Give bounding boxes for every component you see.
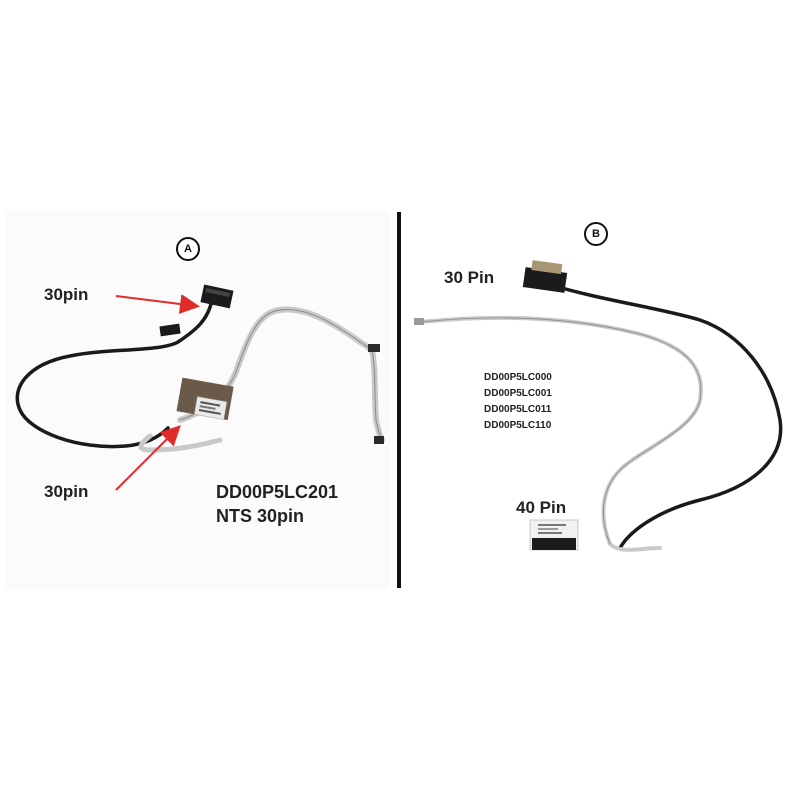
label-a-top-connector: 30pin	[44, 285, 89, 304]
badge-b: B	[584, 222, 608, 246]
ribbon-a-end-tip	[374, 436, 384, 444]
cable-a-small-connector	[159, 323, 181, 337]
part-number-item: DD00P5LC001	[484, 388, 552, 399]
cable-a-ribbon	[177, 306, 385, 443]
panel-divider	[397, 212, 401, 588]
connector-b-bottom	[529, 519, 579, 551]
label-a-part-number: DD00P5LC201	[216, 482, 339, 502]
arrow-a-bottom	[115, 425, 181, 491]
label-b-bottom-connector: 40 Pin	[516, 498, 567, 517]
part-number-item: DD00P5LC011	[484, 404, 552, 415]
ribbon-b-end-tip	[414, 318, 424, 325]
connector-a-bottom	[176, 377, 234, 421]
panel-b	[406, 210, 794, 590]
part-number-item: DD00P5LC110	[484, 420, 552, 431]
arrow-a-top	[115, 294, 200, 314]
badge-a: A	[176, 237, 200, 261]
connector-b-top	[522, 260, 568, 293]
label-a-bottom-connector: 30pin	[44, 482, 89, 501]
label-b-top-connector: 30 Pin	[444, 268, 495, 287]
label-a-part-description: NTS 30pin	[216, 506, 305, 526]
cable-b-black	[546, 282, 783, 550]
cable-a-black	[15, 298, 214, 449]
part-number-item: DD00P5LC000	[484, 372, 552, 383]
label-b-part-numbers: DD00P5LC000 DD00P5LC001 DD00P5LC011 DD00…	[484, 370, 552, 434]
connector-a-top	[200, 284, 234, 309]
